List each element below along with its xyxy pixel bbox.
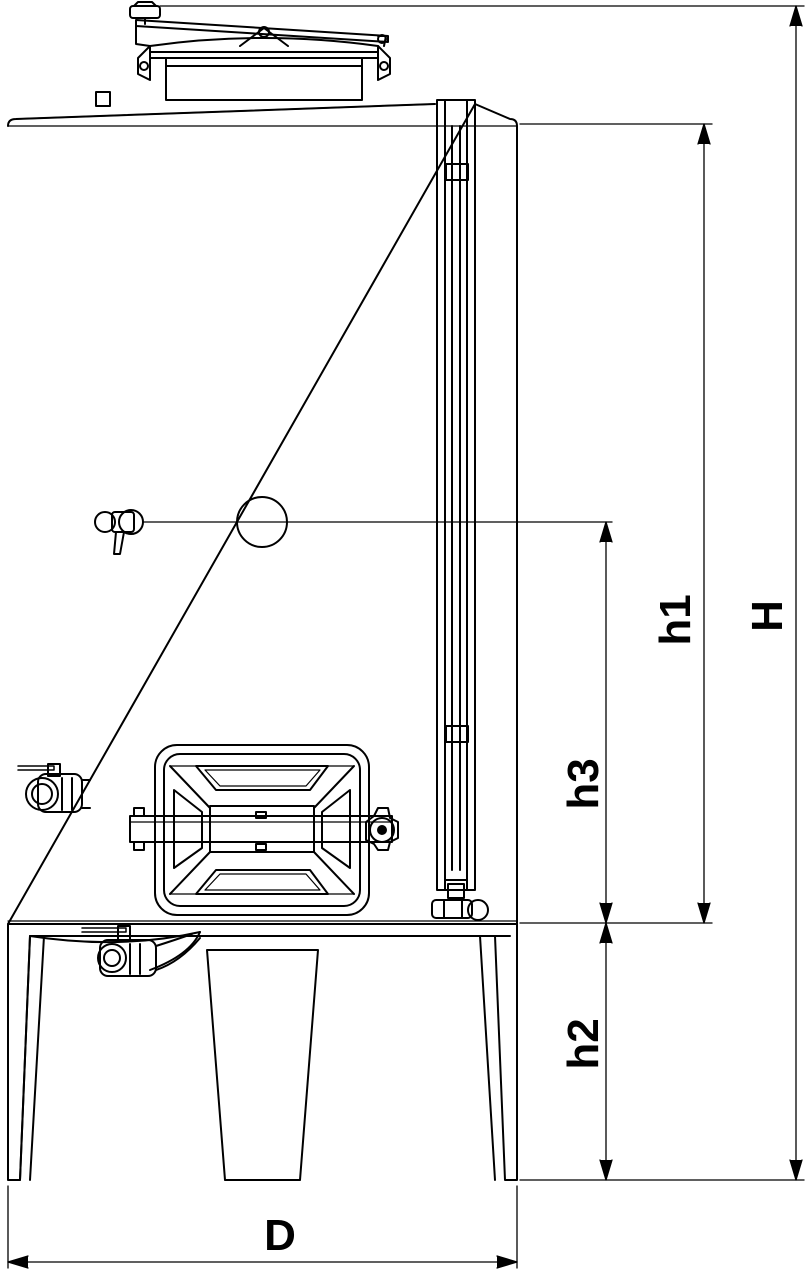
label-h2: h2 — [559, 1018, 608, 1069]
tank-legs — [7, 923, 518, 1181]
label-h1: h1 — [651, 594, 700, 645]
tank-body — [7, 91, 518, 925]
inspection-port — [236, 496, 288, 548]
label-H: H — [743, 600, 792, 632]
label-h3: h3 — [559, 758, 608, 809]
label-D: D — [264, 1211, 296, 1260]
bottom-outlet — [29, 925, 511, 977]
sampling-valve — [94, 509, 613, 555]
dimension-lines — [7, 5, 805, 1269]
side-manhole-door — [129, 744, 399, 916]
side-ball-valve — [17, 763, 91, 813]
level-gauge — [431, 99, 489, 921]
top-manhole-lid — [129, 1, 391, 101]
